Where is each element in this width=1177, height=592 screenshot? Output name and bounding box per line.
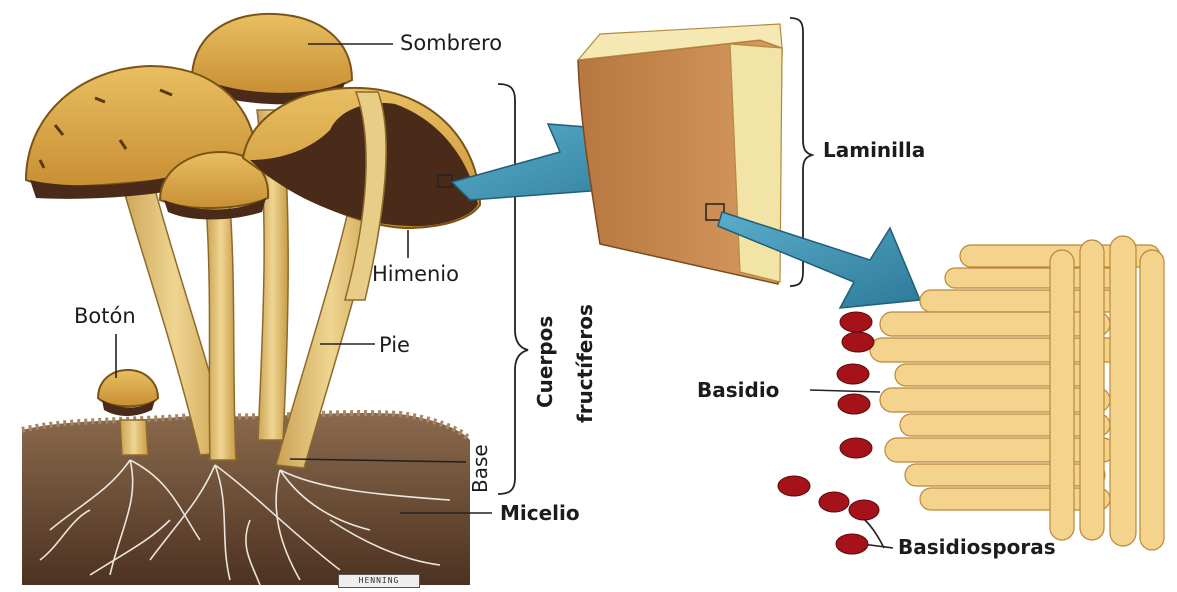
label-basidio: Basidio [697,380,779,400]
soil [22,413,470,585]
label-base: Base [470,444,490,493]
label-cuerpos: Cuerpos [535,316,555,408]
basidiospores [778,312,879,554]
button-mushroom [98,370,158,416]
label-basidiosporas: Basidiosporas [898,537,1056,557]
artist-signature: HENNING [338,574,420,588]
label-micelio: Micelio [500,503,580,523]
hymenium-tissue [870,236,1164,550]
label-laminilla: Laminilla [823,140,925,160]
label-fructiferos: fructíferos [575,304,595,423]
label-himenio: Himenio [372,264,459,285]
label-boton: Botón [74,306,136,327]
label-pie: Pie [379,335,410,356]
label-sombrero: Sombrero [400,33,502,54]
lamella-section [578,24,782,284]
